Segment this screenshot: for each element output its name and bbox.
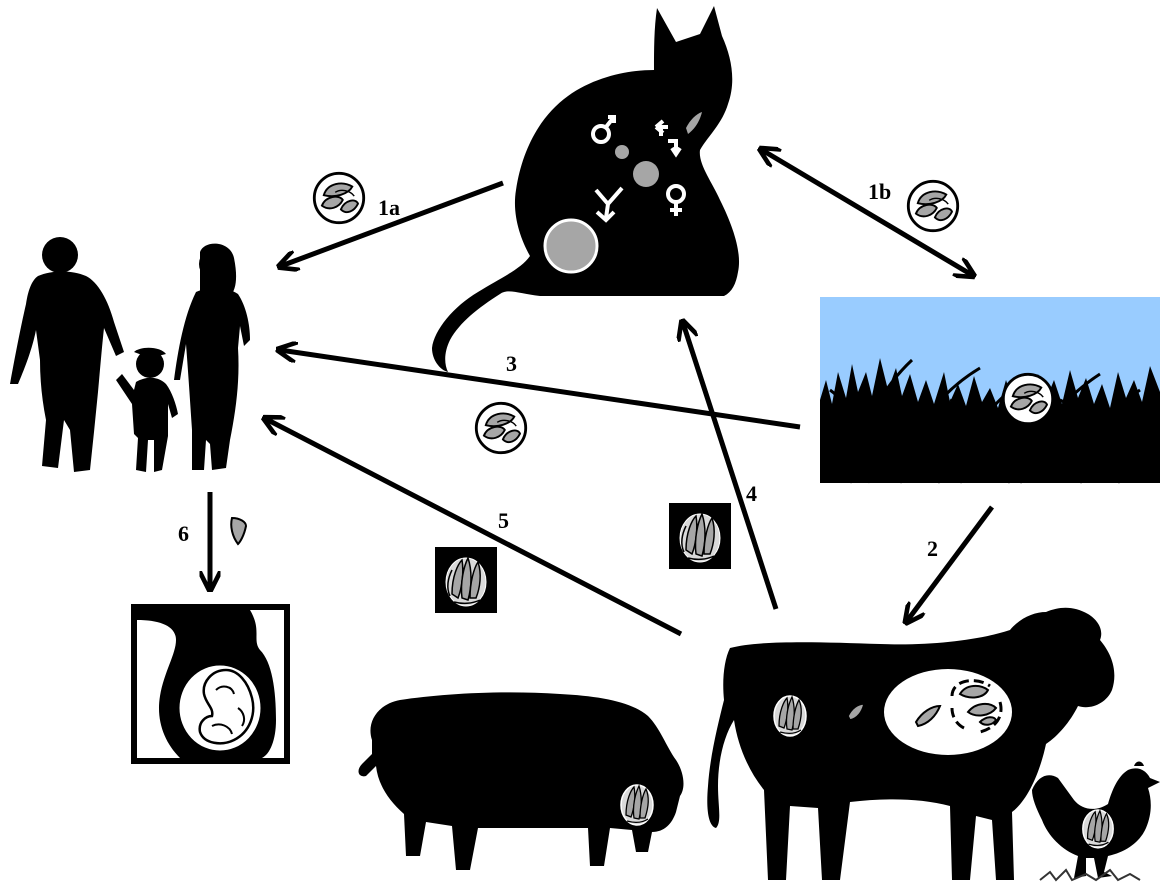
- label-1b: 1b: [868, 179, 891, 204]
- schizont-medium-icon: [633, 161, 659, 187]
- human-family-silhouette: [10, 237, 250, 472]
- pig-tissue-cyst-icon: [621, 785, 653, 825]
- chicken-tissue-cyst-icon: [1083, 810, 1113, 848]
- tachyzoite-icon-6: [231, 518, 246, 544]
- arrow-3: [280, 350, 800, 427]
- label-4: 4: [746, 481, 757, 506]
- cow-tissue-cyst-icon: [774, 696, 806, 736]
- oocyst-icon-1a: [314, 173, 363, 222]
- environment-soil-grass: [820, 297, 1160, 483]
- ground-grass-tuft: [1040, 870, 1140, 880]
- tissue-cyst-icon-4: [669, 503, 731, 569]
- zygote-icon: [545, 220, 597, 272]
- congenital-transmission-fetus: [134, 607, 287, 761]
- oocyst-icon-3: [476, 403, 525, 452]
- schizont-small-icon: [615, 145, 629, 159]
- oocyst-icon-1b: [908, 181, 957, 230]
- label-1a: 1a: [378, 195, 400, 220]
- label-2: 2: [927, 536, 938, 561]
- arrow-2: [907, 507, 992, 621]
- cat-silhouette: [432, 6, 739, 372]
- pig-silhouette: [359, 692, 684, 870]
- label-3: 3: [506, 351, 517, 376]
- label-5: 5: [498, 508, 509, 533]
- tissue-cyst-icon-5: [435, 547, 497, 613]
- label-6: 6: [178, 521, 189, 546]
